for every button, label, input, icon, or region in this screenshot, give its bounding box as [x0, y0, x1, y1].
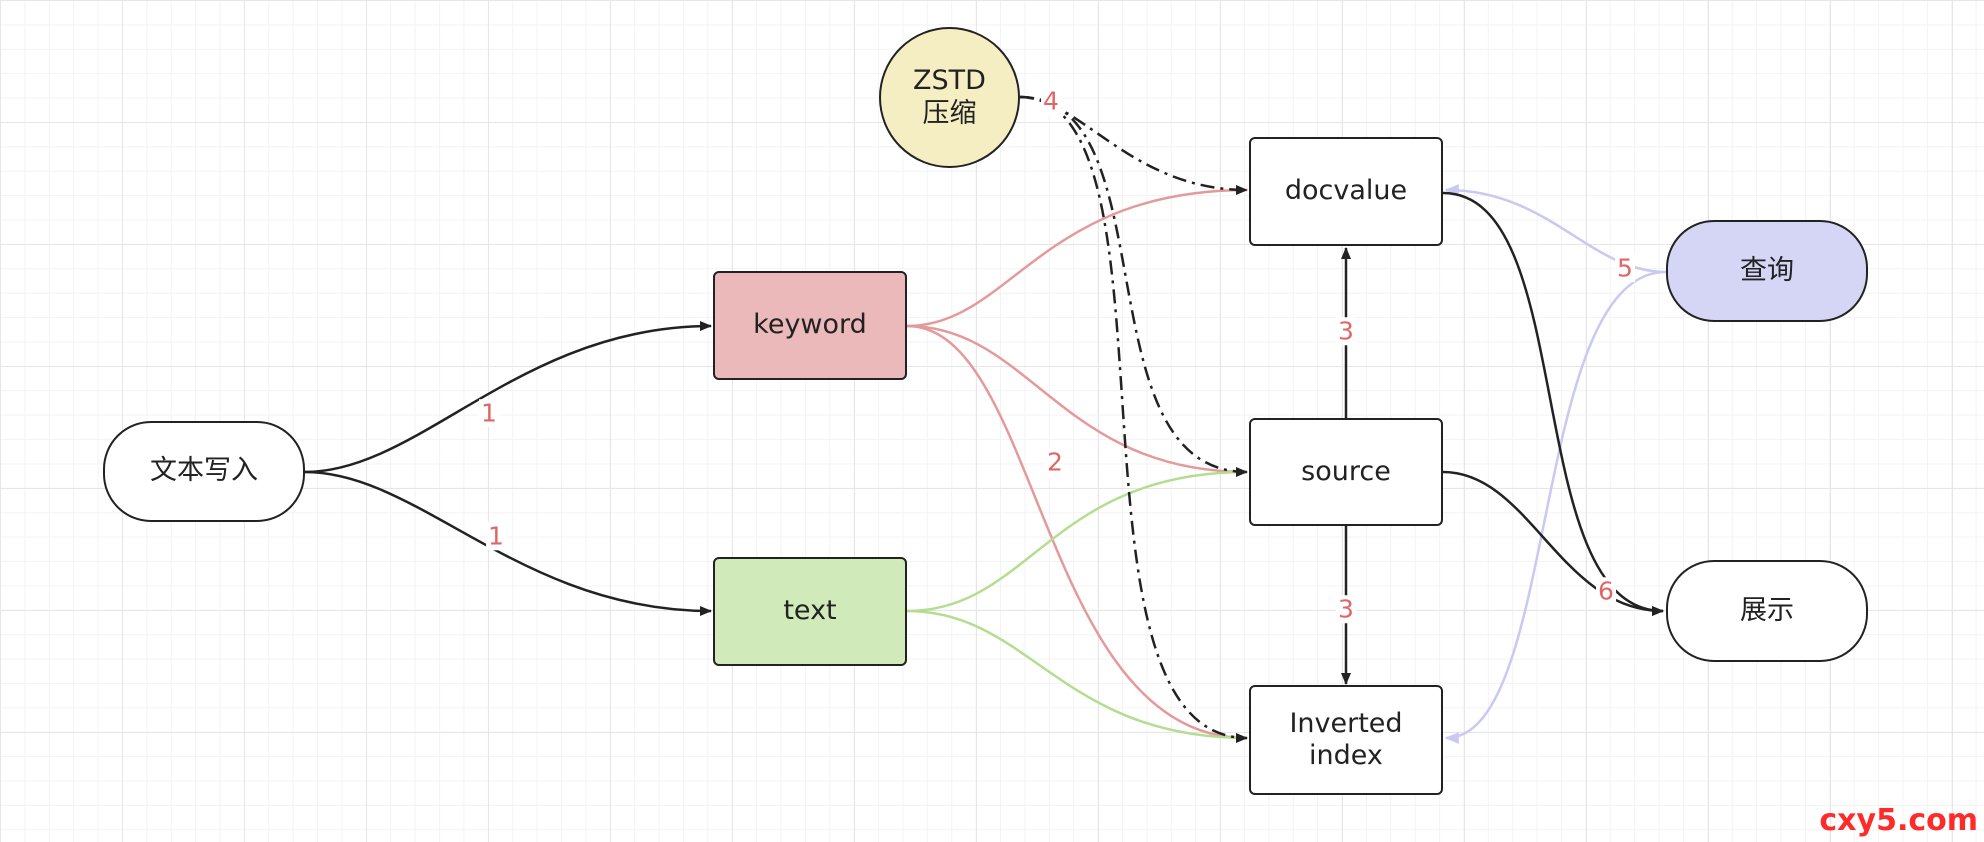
query-node[interactable]: 查询 — [1666, 220, 1868, 322]
edge-zstd-to-source — [1019, 95, 1248, 477]
edge-label-query: 5 — [1615, 253, 1635, 283]
edge-label-source-docvalue: 3 — [1336, 316, 1356, 346]
edge-text-to-source — [906, 470, 1248, 613]
edge-zstd-to-docvalue — [1019, 95, 1248, 195]
edge-zstd-to-index — [1019, 95, 1248, 743]
edge-keyword-to-source — [906, 324, 1248, 474]
keyword-node[interactable]: keyword — [713, 271, 907, 380]
edge-label-keyword-index: 2 — [1045, 447, 1065, 477]
source-node[interactable]: source — [1249, 418, 1443, 526]
watermark-text: cxy5.com — [1819, 803, 1978, 838]
zstd-compress-node[interactable]: ZSTD 压缩 — [879, 27, 1020, 168]
edge-keyword-to-docvalue — [906, 188, 1248, 328]
edge-text-to-index — [906, 609, 1248, 740]
edge-write-to-text — [304, 470, 712, 616]
display-node[interactable]: 展示 — [1666, 560, 1868, 662]
edge-label-write-text: 1 — [486, 521, 506, 551]
edge-query-to-index — [1444, 270, 1667, 744]
edge-write-to-keyword — [304, 321, 712, 474]
edge-label-zstd: 4 — [1041, 86, 1061, 116]
edge-source-to-display — [1442, 470, 1664, 616]
text-input-node[interactable]: 文本写入 — [103, 421, 305, 522]
edge-keyword-to-index — [906, 324, 1248, 740]
text-node[interactable]: text — [713, 557, 907, 666]
edge-label-write-keyword: 1 — [479, 398, 499, 428]
edge-label-display: 6 — [1596, 576, 1616, 606]
edge-query-to-docvalue — [1444, 184, 1667, 274]
inverted-index-node[interactable]: Inverted index — [1249, 685, 1443, 795]
docvalue-node[interactable]: docvalue — [1249, 137, 1443, 246]
edge-label-source-index: 3 — [1336, 594, 1356, 624]
